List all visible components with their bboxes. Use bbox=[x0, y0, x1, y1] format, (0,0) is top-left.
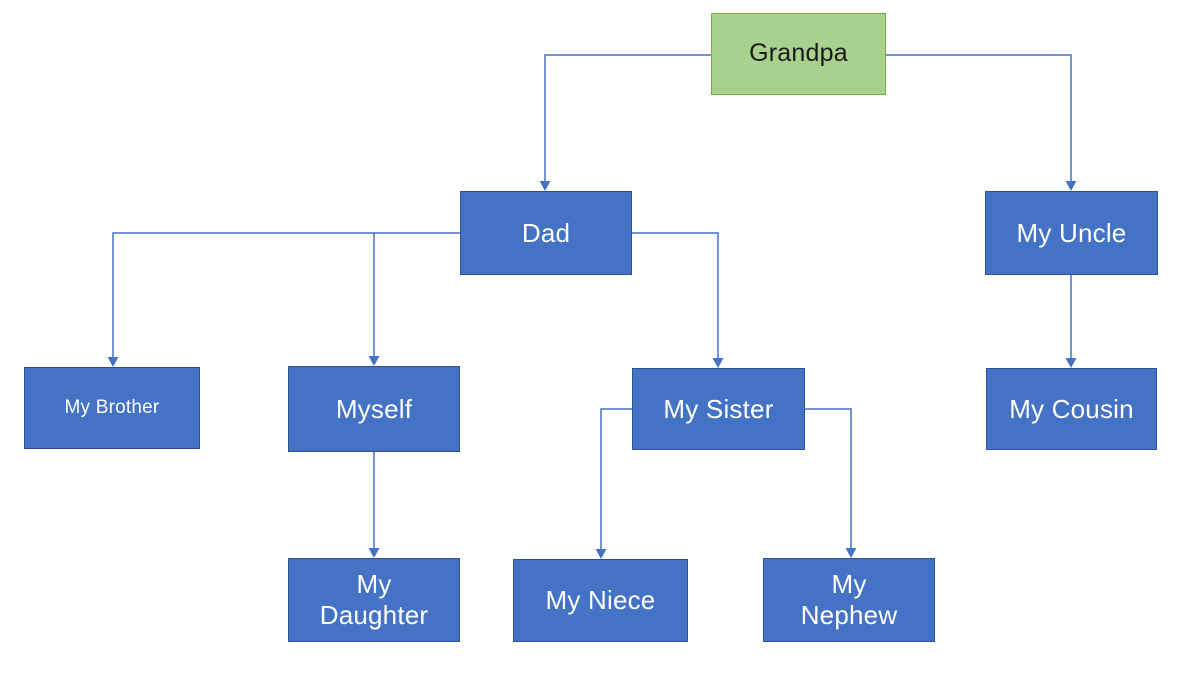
node-label-dad: Dad bbox=[521, 217, 571, 248]
node-myself: Myself bbox=[288, 366, 460, 452]
node-label-my-niece: My Niece bbox=[545, 585, 656, 616]
node-my-uncle: My Uncle bbox=[985, 191, 1158, 275]
node-grandpa: Grandpa bbox=[711, 13, 886, 95]
node-my-niece: My Niece bbox=[513, 559, 688, 642]
node-my-daughter: My Daughter bbox=[288, 558, 460, 642]
node-label-grandpa: Grandpa bbox=[749, 39, 848, 68]
node-my-cousin: My Cousin bbox=[986, 368, 1157, 450]
node-label-my-sister: My Sister bbox=[663, 393, 774, 424]
node-label-my-cousin: My Cousin bbox=[1009, 393, 1134, 424]
node-label-my-nephew: My Nephew bbox=[800, 569, 898, 630]
node-my-sister: My Sister bbox=[632, 368, 805, 450]
node-label-my-brother: My Brother bbox=[64, 396, 160, 418]
node-label-my-uncle: My Uncle bbox=[1016, 217, 1127, 248]
node-label-myself: Myself bbox=[335, 393, 413, 424]
node-my-brother: My Brother bbox=[24, 367, 200, 449]
node-my-nephew: My Nephew bbox=[763, 558, 935, 642]
node-label-my-daughter: My Daughter bbox=[319, 569, 429, 630]
node-dad: Dad bbox=[460, 191, 632, 275]
